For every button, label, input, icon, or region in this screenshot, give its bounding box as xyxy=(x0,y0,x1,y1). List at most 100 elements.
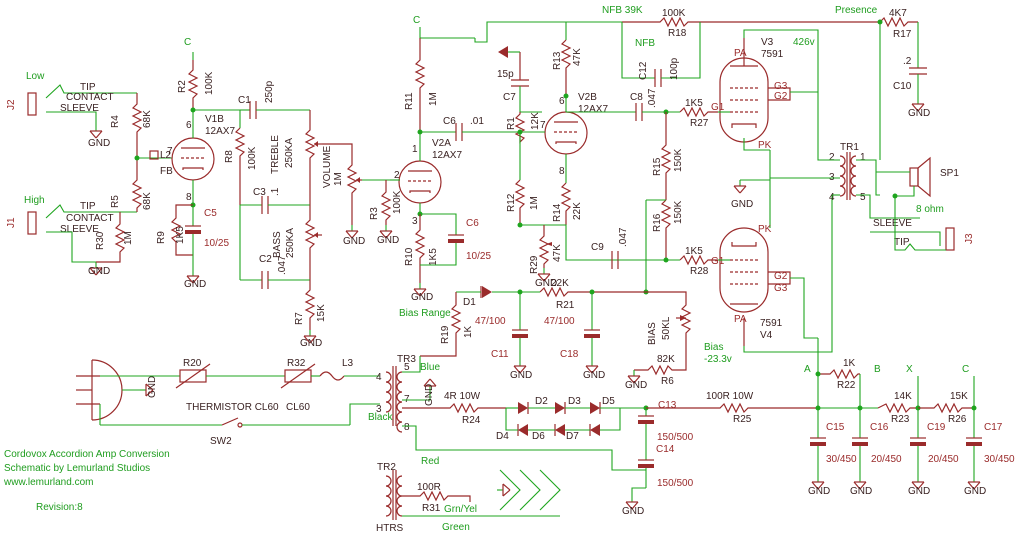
gnd-label: GND xyxy=(343,236,365,247)
v3-g1: G1 xyxy=(711,102,725,113)
resistor-r8: R8 100K xyxy=(224,127,258,205)
c15-ref: C15 xyxy=(826,422,845,433)
r18-ref: R18 xyxy=(668,28,687,39)
c12-ref: C12 xyxy=(638,61,649,80)
volume-value: 1M xyxy=(333,172,344,186)
r24-ref: R24 xyxy=(462,415,481,426)
capacitor-c5: C5 10/25 xyxy=(185,205,229,270)
v2b-pin-plate: 6 xyxy=(559,96,565,107)
c3-ref: C3 xyxy=(253,187,266,198)
htrs-label: HTRS xyxy=(376,523,404,534)
r29-ref: R29 xyxy=(529,255,540,274)
resistor-r4: R4 68K xyxy=(110,93,153,158)
v1b-pin-grid: 7 xyxy=(167,146,173,157)
revision-label: Revision:8 xyxy=(36,502,83,513)
pot-volume[interactable]: VOLUME 1M xyxy=(322,143,362,225)
c5-ref: C5 xyxy=(204,208,217,219)
wire-red-label: Red xyxy=(421,456,439,467)
c18-value: 47/100 xyxy=(544,316,575,327)
l3-label: L3 xyxy=(342,358,354,369)
resistor-r3: R11 1M xyxy=(404,38,439,132)
node-c-label: C xyxy=(413,15,420,26)
capacitor-c7: 15p C7 xyxy=(497,52,542,113)
presence-label: Presence xyxy=(835,5,878,16)
r4-ref: R4 xyxy=(110,115,121,128)
r28-ref: R28 xyxy=(690,266,709,277)
c6-ref: C6 xyxy=(466,218,479,229)
r5-ref: R5 xyxy=(110,195,121,208)
r29-value: 47K xyxy=(552,244,563,262)
bias-pot-value: 50KL xyxy=(661,316,672,340)
c17-ref: C17 xyxy=(984,422,1003,433)
r15-value: 150K xyxy=(673,148,684,172)
r31-value: 100R xyxy=(417,482,441,493)
thermistor-r20: R20 THERMISTOR CL60 xyxy=(100,358,285,413)
v2b-pin-grid: 7 xyxy=(540,120,546,131)
title-block: Cordovox Accordion Amp Conversion Schema… xyxy=(3,449,170,513)
c7-ref: C7 xyxy=(503,92,516,103)
node-c-label: C xyxy=(962,364,969,375)
l2-label: L2 xyxy=(160,150,172,161)
c2-ref: C2 xyxy=(259,254,272,265)
bias-voltage-label: Bias xyxy=(704,342,723,353)
c14-value: 150/500 xyxy=(657,478,694,489)
d6-label: D6 xyxy=(532,431,545,442)
v4-type: 7591 xyxy=(760,318,783,329)
resistor-r27: 1K5 R27 xyxy=(679,98,718,129)
l2-ferrite xyxy=(149,150,159,160)
r30-value: 1M xyxy=(123,231,134,245)
gnd-label: GND xyxy=(964,486,986,497)
v2b-type: 12AX7 xyxy=(578,104,608,115)
resistor-r23: 14K R23 xyxy=(877,391,918,425)
r16-value: 150K xyxy=(673,200,684,224)
resistor-r7: R7 15K xyxy=(294,280,327,330)
d2-label: D2 xyxy=(535,396,548,407)
v3-g2: G2 xyxy=(774,91,788,102)
jack-j2: J2 Low TIP CONTACT SLEEVE xyxy=(6,71,137,125)
c16-value: 20/450 xyxy=(871,454,902,465)
c2-value: .047 xyxy=(277,255,288,275)
resistor-r29: R29 47K xyxy=(529,225,563,274)
gnd-label: GND xyxy=(625,380,647,391)
r23-value: 14K xyxy=(894,391,912,402)
capacitor-c8: C8 .047 xyxy=(566,88,680,121)
j2-ref: J2 xyxy=(6,99,17,110)
v3-type: 7591 xyxy=(761,49,784,60)
c4-ref: C6 xyxy=(443,116,456,127)
capacitor-c19: C19 20/450 xyxy=(910,408,959,476)
c10-value: .2 xyxy=(903,56,912,67)
r15-ref: R15 xyxy=(652,157,663,176)
r31-ref: R31 xyxy=(422,503,441,514)
r21-value: 22K xyxy=(551,278,569,289)
capacitor-c12: C12 100p xyxy=(621,22,701,87)
r1-value: 12K xyxy=(530,112,541,130)
title-line-3: www.lemurland.com xyxy=(3,477,93,488)
pot-treble[interactable]: TREBLE 250KA xyxy=(270,110,322,205)
v2a-pin-cathode: 3 xyxy=(412,216,418,227)
gnd-label: GND xyxy=(908,486,930,497)
pot-bass[interactable]: BASS 250KA xyxy=(272,205,322,280)
c9-ref: C9 xyxy=(591,242,604,253)
r3-value: 1M xyxy=(428,92,439,106)
tr3-label: TR3 xyxy=(397,354,416,365)
node-a-label: A xyxy=(804,364,811,375)
r9-ref: R9 xyxy=(156,231,167,244)
v3-ref: V3 xyxy=(761,37,774,48)
resistor-r19: R19 1K xyxy=(420,292,474,357)
tr2-label: TR2 xyxy=(377,462,396,473)
pot-bias[interactable]: BIAS 50KL xyxy=(646,291,692,350)
v3-g3: G3 xyxy=(774,81,788,92)
r20-label: R20 xyxy=(183,358,202,369)
r6-ref: R6 xyxy=(661,376,674,387)
capacitor-c17: C17 30/450 xyxy=(966,408,1015,476)
c8-ref: C8 xyxy=(630,92,643,103)
r10-ref: R10 xyxy=(404,247,415,266)
switch-sw2[interactable]: SW2 xyxy=(99,403,380,447)
nfb-label: NFB xyxy=(635,38,655,49)
r10-value: 1K5 xyxy=(428,248,439,266)
resistor-r12: R12 1M xyxy=(506,179,540,225)
v2a-ref: V2A xyxy=(432,138,451,149)
c10-ref: C10 xyxy=(893,81,912,92)
transformer-tr2: TR2 HTRS xyxy=(376,462,404,534)
tube-v3: V3 7591 PA G3 G2 G1 PK xyxy=(711,37,788,151)
